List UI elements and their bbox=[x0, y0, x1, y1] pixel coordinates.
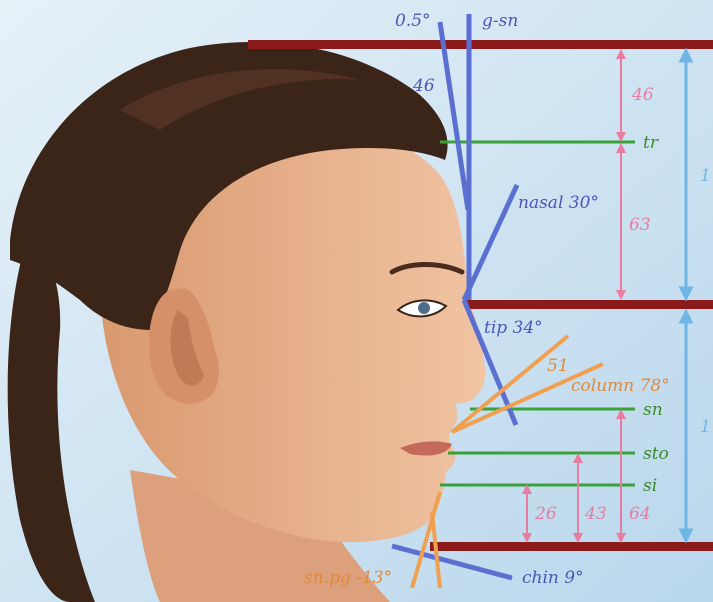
sn-label: sn bbox=[643, 400, 663, 420]
forehead-value-label: 46 bbox=[412, 76, 435, 96]
value-26-label: 26 bbox=[534, 504, 557, 524]
value-64-label: 64 bbox=[629, 504, 651, 524]
bottom-reference-bar bbox=[430, 542, 713, 551]
angle-top-label: 0.5° bbox=[395, 11, 431, 31]
tip-label: tip 34° bbox=[484, 318, 543, 338]
middle-reference-bar bbox=[465, 300, 713, 309]
ratio-upper-label: 1 bbox=[700, 166, 711, 186]
nasal-label: nasal 30° bbox=[518, 193, 599, 213]
column-label: column 78° bbox=[571, 376, 670, 396]
upper-46-label: 46 bbox=[631, 85, 654, 105]
iris bbox=[418, 302, 430, 314]
chin-label: chin 9° bbox=[522, 568, 584, 588]
si-label: si bbox=[643, 476, 657, 496]
value-51-label: 51 bbox=[547, 356, 569, 376]
sn-pg-label: sn.pg -13° bbox=[304, 568, 392, 588]
top-reference-bar bbox=[248, 40, 713, 49]
sto-label: sto bbox=[643, 444, 669, 464]
g-sn-label: g-sn bbox=[482, 11, 518, 31]
ratio-lower-label: 1 bbox=[700, 417, 711, 437]
value-43-label: 43 bbox=[584, 504, 607, 524]
tr-label: tr bbox=[643, 133, 659, 153]
value-63-label: 63 bbox=[629, 215, 651, 235]
